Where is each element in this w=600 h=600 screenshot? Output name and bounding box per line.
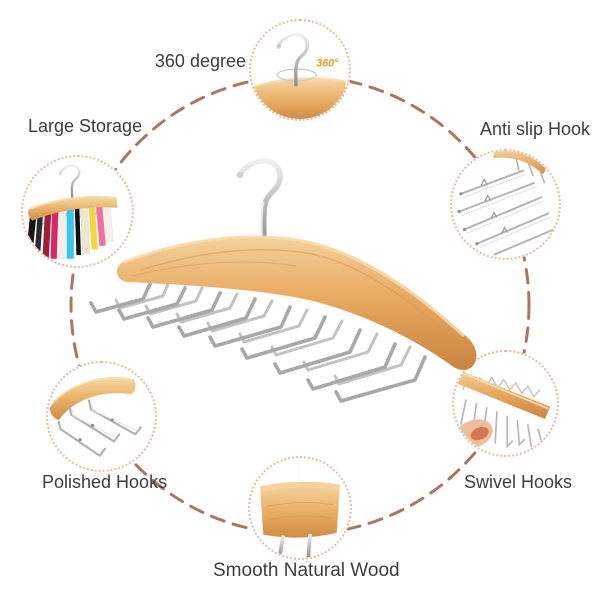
hanging-ties [25,200,114,260]
hanger-hooks-front [89,282,427,403]
feature-circle-anti-slip [450,149,561,260]
feature-label-smooth-wood: Smooth Natural Wood [213,560,400,581]
rotating-hook-icon: 360° [253,32,346,119]
feature-circle-polished [46,361,157,472]
hanger-bar [116,235,477,370]
polished-hooks-icon [49,377,142,457]
badge-360: 360° [316,58,339,70]
tie-rack-icon [25,164,118,260]
feature-label-360: 360 degree [154,51,246,71]
feature-label-swivel: Swivel Hooks [464,472,573,492]
feature-label-polished: Polished Hooks [42,472,168,492]
hook-wires [457,169,555,256]
feature-label-large-storage: Large Storage [28,116,143,136]
feature-label-anti-slip: Anti slip Hook [480,119,591,139]
feature-circle-smooth-wood [248,456,352,560]
feature-circle-360: 360° [249,19,351,121]
wood-closeup-icon [260,458,340,558]
hanger-top-hook [236,157,283,246]
hook-wires [57,399,142,457]
feature-circle-swivel [452,350,559,457]
feature-circle-large-storage [21,155,134,268]
